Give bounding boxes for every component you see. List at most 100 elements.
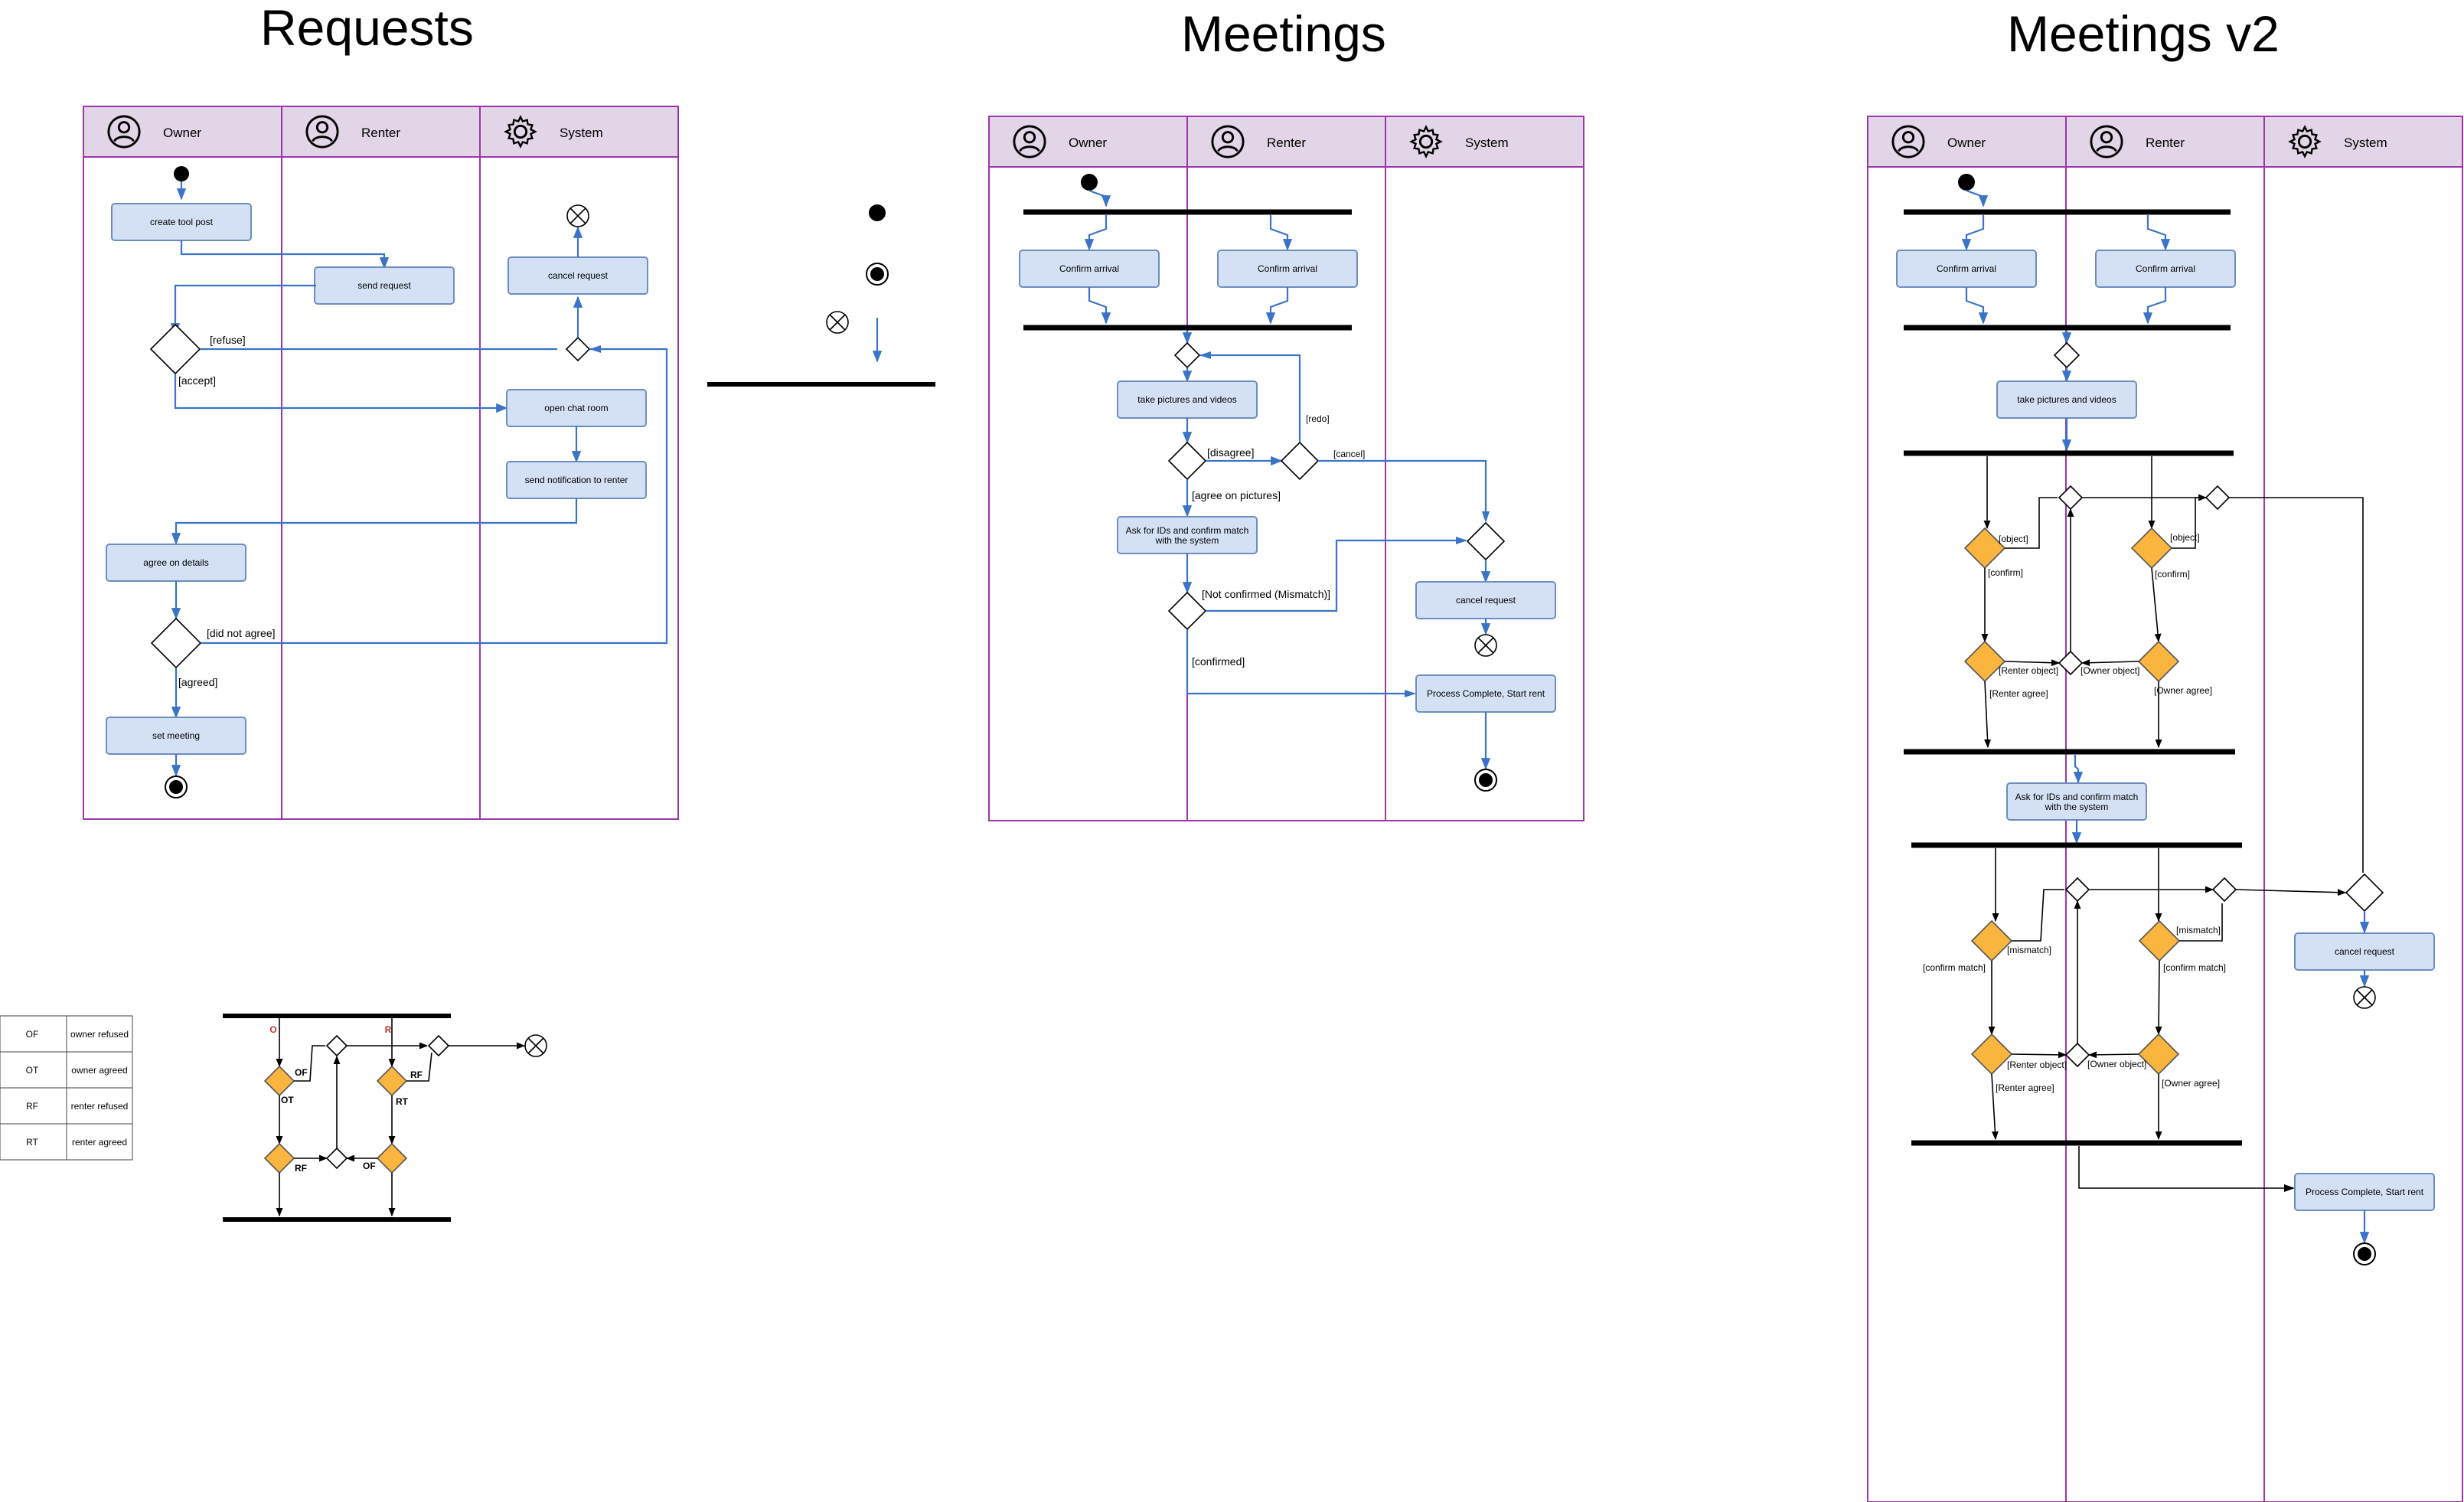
requests-flow	[174, 374, 508, 413]
meetings-v2-flow	[2235, 889, 2347, 896]
meetings-flow	[1088, 189, 1111, 207]
meetings-v2-decision-renter	[2130, 527, 2173, 570]
meetings-v2-guard-renter-object: [Renter object]	[2007, 1060, 2067, 1070]
requests-flow-final-node-cross	[569, 207, 586, 224]
meetings-v2-merge	[2053, 341, 2081, 369]
meetings-start-node	[1081, 174, 1098, 191]
meetings-v2-merge-object-final	[2205, 485, 2231, 511]
meetings-flow-not-confirmed	[1206, 539, 1466, 612]
meetings-lane-label-renter: Renter	[1267, 136, 1306, 150]
legend-cell-code	[0, 1015, 67, 1053]
meetings-v2-guard: [Owner agree]	[2154, 685, 2212, 696]
mini-merge-1	[325, 1034, 348, 1057]
meetings-lane-header-system	[1385, 116, 1584, 168]
meetings-v2-lane-renter	[2065, 166, 2265, 1502]
meetings-v2-flow	[1984, 681, 1992, 749]
mini-merge-2	[427, 1034, 450, 1057]
requests-guard-did-not-agree: [did not agree]	[207, 627, 276, 639]
requests-flow	[171, 498, 578, 545]
mini-merge-3	[325, 1147, 348, 1170]
meetings-v2-guard-confirm-match: [confirm match]	[1923, 962, 1986, 973]
meetings-v2-merge-mismatch	[2064, 877, 2090, 903]
mini-label-rt: RT	[396, 1096, 409, 1107]
meetings-v2-decision-owner-match	[1970, 919, 2013, 962]
meetings-v2-flow	[2004, 659, 2061, 667]
meetings-v2-flow-complete	[2078, 1146, 2293, 1189]
meetings-v2-guard-mismatch: [mismatch]	[2176, 925, 2221, 935]
requests-lane-system	[479, 156, 679, 820]
notation-end-node-core	[870, 267, 884, 281]
mini-label-rf-2: RF	[295, 1163, 307, 1174]
meetings-guard-disagree: [disagree]	[1207, 446, 1254, 459]
legend-meaning: renter refused	[71, 1101, 129, 1112]
legend-code: OF	[26, 1029, 39, 1040]
meetings-arrow-head	[1405, 690, 1416, 697]
requests-lane-label-system: System	[560, 126, 603, 140]
mini-fork-bar	[223, 1014, 451, 1018]
requests-decision-agreement	[150, 617, 202, 669]
meetings-v2-guard: [object]	[2170, 532, 2200, 543]
meetings-v2-action-ask-ids-label: with the system	[2045, 802, 2109, 812]
meetings-v2-action-ask-ids-label: Ask for IDs and confirm match	[2015, 792, 2139, 802]
meetings-fork-bar	[1023, 209, 1352, 215]
meetings-v2-flow	[1991, 1073, 1999, 1141]
meetings-v2-flow	[2081, 659, 2139, 667]
meetings-v2-join-bar-3	[1911, 1140, 2242, 1146]
requests-lane-renter	[281, 156, 481, 820]
mini-join-bar	[223, 1217, 451, 1222]
meetings-lane-system	[1385, 166, 1584, 821]
meetings-v2-guard: [object]	[1999, 534, 2028, 544]
meetings-v2-guard-owner-object: [Owner object]	[2087, 1059, 2146, 1069]
requests-lane-label-owner: Owner	[163, 126, 201, 140]
meetings-v2-start-node	[1958, 174, 1975, 191]
meetings-v2-lane-header-owner	[1867, 116, 2067, 168]
meetings-v2-flow	[1966, 189, 1989, 207]
meetings-v2-flow	[2011, 1051, 2067, 1059]
meetings-flow-cancel	[1318, 459, 1487, 521]
legend-code: RT	[26, 1137, 38, 1148]
meetings-v2-guard: [confirm]	[1988, 567, 2023, 578]
requests-action-create-tool-post-label: create tool post	[150, 217, 214, 227]
requests-action-cancel-request-label: cancel request	[548, 270, 609, 281]
meetings-action-take-pictures-label: take pictures and videos	[1137, 394, 1236, 405]
meetings-v2-flow-cancel	[2229, 497, 2364, 873]
meetings-arrow-head	[1199, 351, 1211, 359]
mini-label-of-2: OF	[363, 1161, 376, 1171]
meetings-flow-confirmed	[1186, 629, 1415, 695]
requests-action-agree-on-details-label: agree on details	[143, 557, 208, 568]
requests-merge-cancel	[565, 336, 591, 362]
meetings-v2-join-bar-2	[1904, 749, 2235, 755]
meetings-v2-merge-object-2	[2058, 650, 2084, 676]
meetings-lane-header-renter	[1186, 116, 1386, 168]
meetings-action-ask-ids-label: with the system	[1155, 535, 1219, 546]
meetings-lane-label-owner: Owner	[1069, 136, 1107, 150]
meetings-action-cancel-request-label: cancel request	[1456, 595, 1516, 606]
mini-decision-owner-2	[263, 1142, 295, 1174]
meetings-v2-action-confirm-arrival-owner-label: Confirm arrival	[1937, 263, 1996, 274]
legend-meaning: owner refused	[70, 1029, 129, 1040]
meetings-v2-merge-mismatch-2	[2064, 1042, 2090, 1068]
mini-decision-owner	[263, 1065, 295, 1097]
meetings-action-confirm-arrival-owner-label: Confirm arrival	[1059, 263, 1119, 274]
mini-label-rf: RF	[410, 1069, 423, 1080]
meetings-v2-arrow-head	[2284, 1184, 2295, 1192]
meetings-v2-guard: [Owner object]	[2081, 665, 2139, 676]
meetings-v2-flow	[1965, 287, 1989, 325]
meetings-action-confirm-arrival-renter-label: Confirm arrival	[1258, 263, 1317, 274]
meetings-action-ask-ids-label: Ask for IDs and confirm match	[1126, 525, 1249, 536]
meetings-lane-header-owner	[988, 116, 1188, 168]
meetings-v2-lane-label-system: System	[2344, 136, 2387, 150]
requests-flow-did-not-agree	[201, 348, 668, 645]
legend-cell-code	[0, 1123, 67, 1161]
meetings-guard-confirmed: [confirmed]	[1192, 655, 1245, 668]
meetings-end-node-core	[1479, 773, 1493, 787]
meetings-v2-guard: [confirm]	[2155, 569, 2190, 580]
meetings-arrow-head	[1456, 537, 1467, 544]
meetings-flow	[1265, 287, 1289, 325]
meetings-v2-flow	[2146, 215, 2171, 251]
meetings-v2-action-process-complete-label: Process Complete, Start rent	[2306, 1187, 2424, 1197]
meetings-v2-flow	[2005, 497, 2058, 549]
meetings-v2-lane-header-system	[2263, 116, 2463, 168]
meetings-v2-guard-renter-agree: [Renter agree]	[1996, 1082, 2054, 1093]
